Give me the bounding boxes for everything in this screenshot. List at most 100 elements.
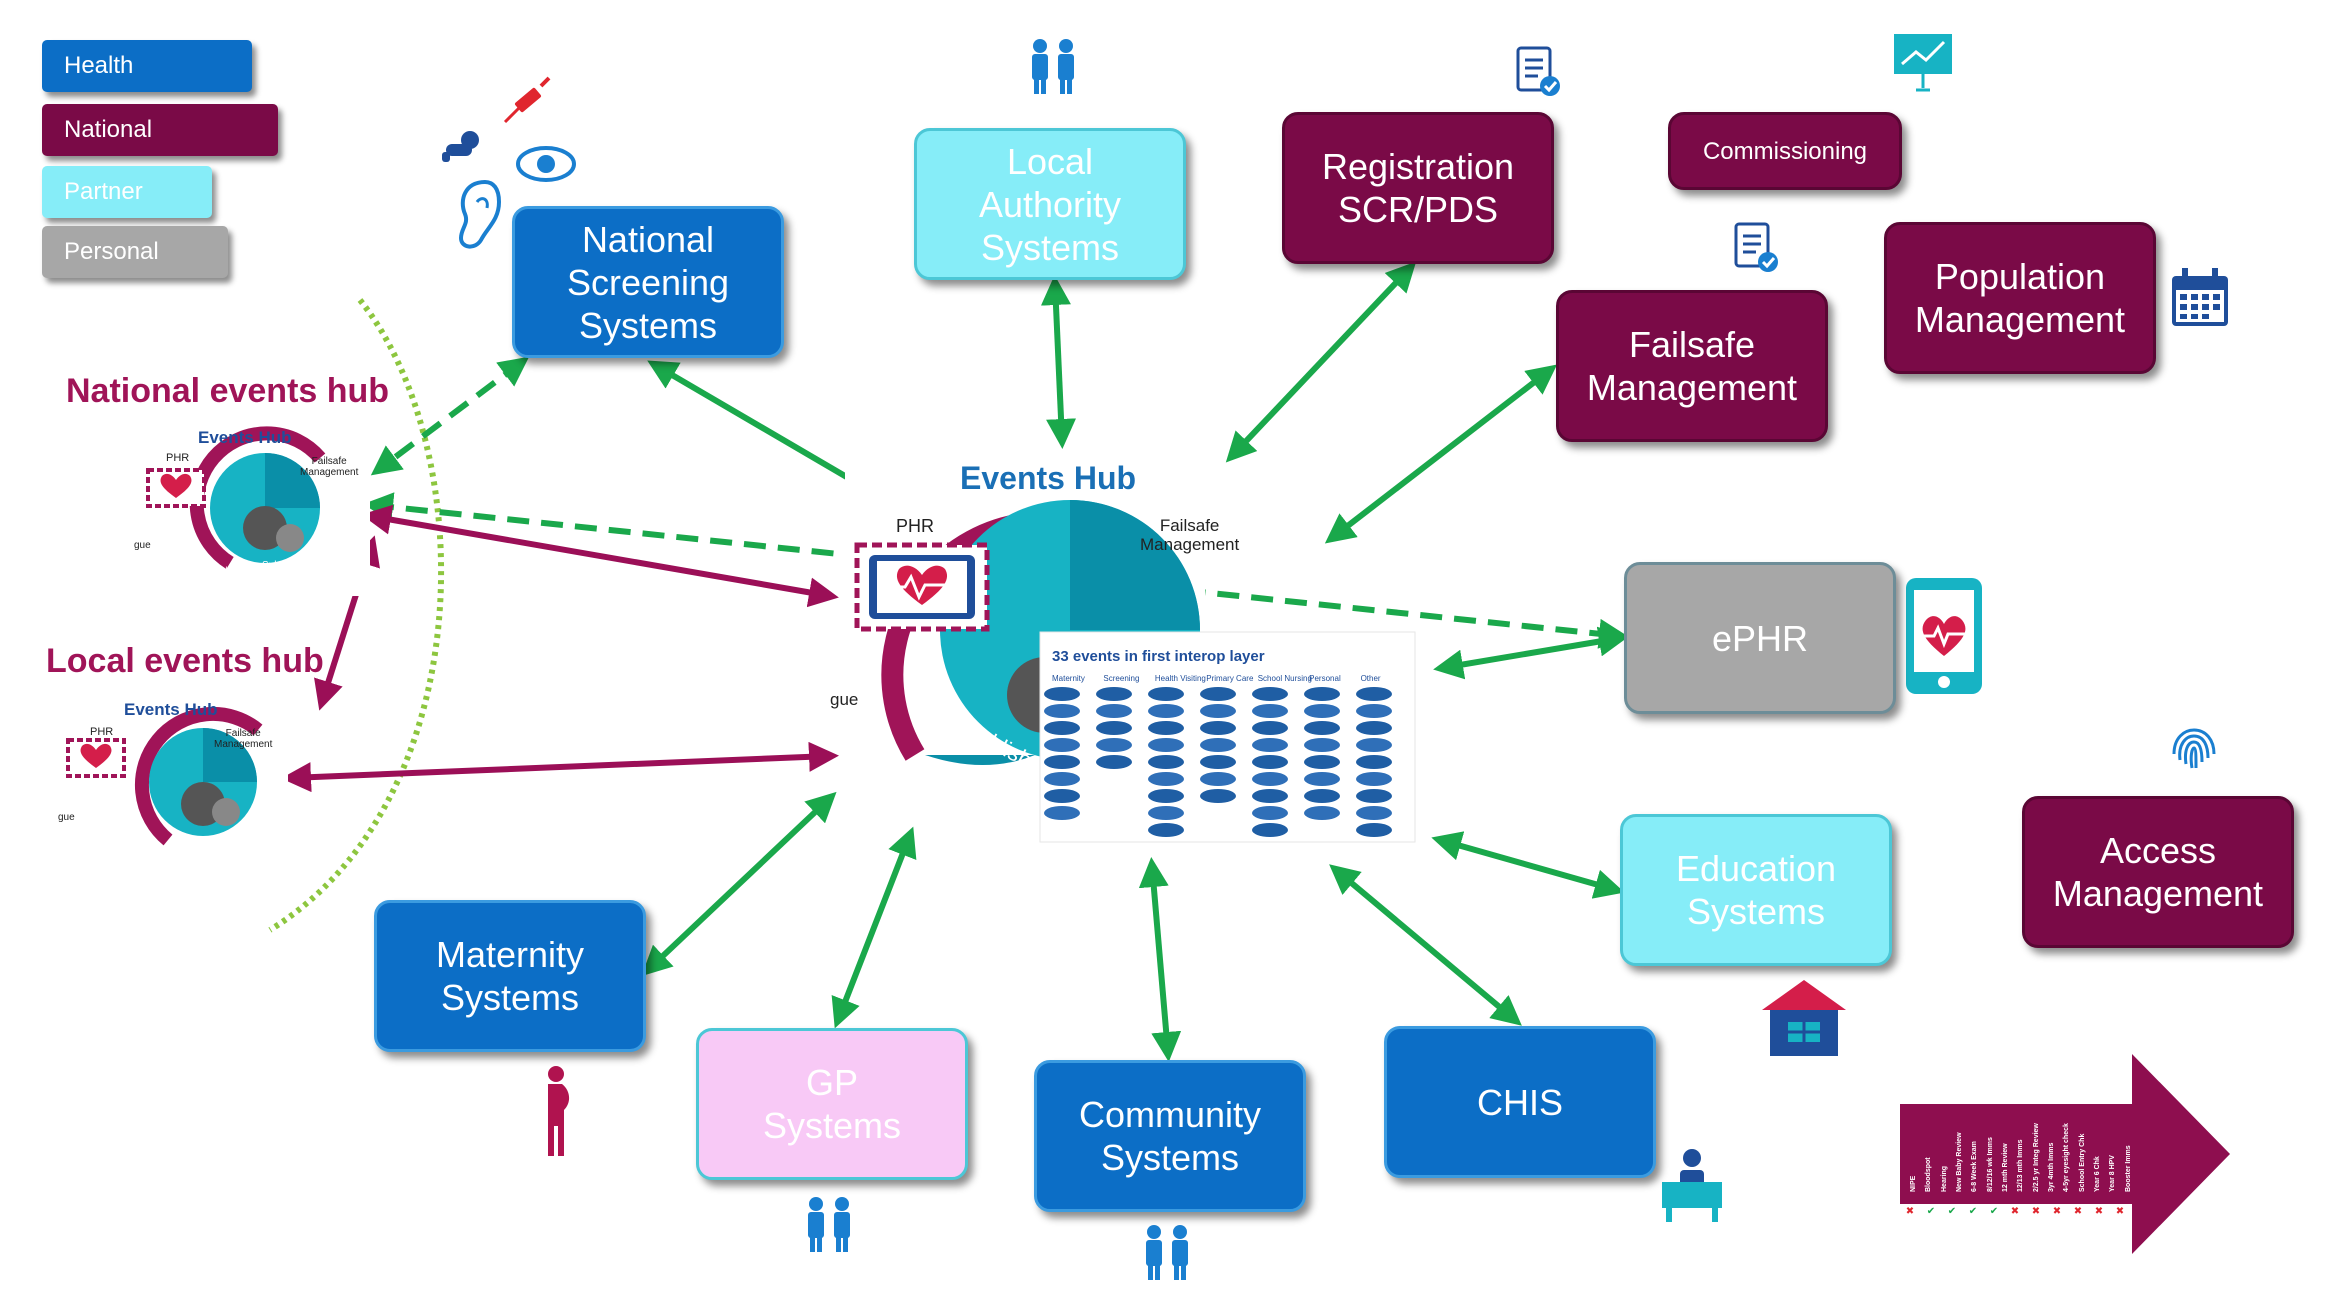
presentation-chart-icon <box>1894 34 1952 92</box>
timeline-item: Year 6 Chk <box>2094 1156 2101 1192</box>
events-table-column-header: Other <box>1360 674 1381 683</box>
arrow-localauth-hub <box>1040 275 1077 449</box>
events-table-column-header: Primary Care <box>1206 674 1254 683</box>
document-check-icon <box>1516 46 1560 96</box>
local-hub-gue: gue <box>58 812 75 823</box>
main-hub-failsafe: Failsafe Management <box>1140 516 1240 554</box>
local-hub-failsafe: Failsafe Management <box>214 728 273 750</box>
failsafe-management[interactable]: Failsafe Management <box>1556 290 1828 442</box>
event-oval <box>1252 738 1288 752</box>
local-events-hub-title: Local events hub <box>46 642 324 680</box>
event-oval <box>1356 755 1392 769</box>
event-oval <box>1148 721 1184 735</box>
event-oval <box>1096 721 1132 735</box>
event-oval <box>1044 738 1080 752</box>
event-oval <box>1356 687 1392 701</box>
clinicians-icon-community <box>1146 1225 1188 1280</box>
event-oval <box>1044 755 1080 769</box>
desk-worker-icon <box>1662 1149 1722 1222</box>
chis[interactable]: CHIS <box>1384 1026 1656 1178</box>
event-oval <box>1304 704 1340 718</box>
event-oval <box>1200 789 1236 803</box>
event-oval <box>1252 772 1288 786</box>
local-authority-systems[interactable]: Local Authority Systems <box>914 128 1186 280</box>
event-oval <box>1096 687 1132 701</box>
event-oval <box>1304 721 1340 735</box>
population-management[interactable]: Population Management <box>1884 222 2156 374</box>
arrow-chis-hub <box>1329 864 1522 1026</box>
timeline-item: 8/12/16 wk Imms <box>1986 1137 1994 1192</box>
national-hub-gue: gue <box>134 540 151 551</box>
event-oval <box>1148 806 1184 820</box>
cross-icon: ✖ <box>1904 1206 1916 1218</box>
event-oval <box>1356 789 1392 803</box>
event-oval <box>1304 738 1340 752</box>
events-table-column-header: Health Visiting <box>1154 674 1206 683</box>
gp-systems[interactable]: GP Systems <box>696 1028 968 1180</box>
national-hub-publish: Publish <box>198 566 231 577</box>
commissioning[interactable]: Commissioning <box>1668 112 1902 190</box>
pregnant-woman-icon <box>548 1066 570 1156</box>
ephr[interactable]: ePHR <box>1624 562 1896 714</box>
event-oval <box>1148 789 1184 803</box>
event-oval <box>1044 687 1080 701</box>
event-oval <box>1200 721 1236 735</box>
timeline-item: 12 mth Review <box>2002 1143 2009 1192</box>
national-hub-label: Events Hub <box>198 428 292 447</box>
national-events-hub-title: National events hub <box>66 372 390 410</box>
mobile-heart-icon <box>1906 578 1982 694</box>
events-table-column-header: Personal <box>1309 674 1341 683</box>
event-oval <box>1200 738 1236 752</box>
event-oval <box>1148 772 1184 786</box>
legend-national: National <box>42 104 278 156</box>
maternity-systems[interactable]: Maternity Systems <box>374 900 646 1052</box>
events-table-inset <box>1039 631 1416 843</box>
check-icon: ✔ <box>1967 1206 1979 1218</box>
event-oval <box>1044 772 1080 786</box>
vaccine-icon <box>503 76 551 124</box>
event-oval <box>1356 721 1392 735</box>
cross-icon: ✖ <box>2072 1206 2084 1218</box>
arrow-gp-hub <box>831 826 917 1029</box>
timeline-item: 3yr 4mth Imms <box>2048 1142 2055 1192</box>
education-systems[interactable]: Education Systems <box>1620 814 1892 966</box>
event-oval <box>1044 806 1080 820</box>
timeline-arrow <box>1900 1054 2230 1254</box>
access-management[interactable]: Access Management <box>2022 796 2294 948</box>
arrow-registration-hub <box>1225 261 1417 463</box>
local-hub-phr: PHR <box>90 726 114 738</box>
local-hub-graphic <box>58 700 288 866</box>
event-oval <box>1148 704 1184 718</box>
main-hub-title: Events Hub <box>960 460 1137 496</box>
timeline-status: ✖✔✔✔✔✖✖✖✖✖✖ <box>1904 1206 2134 1222</box>
arrow-education-hub <box>1431 831 1625 899</box>
timeline-item: NIPE <box>1910 1175 1917 1192</box>
timeline-item: Hearing <box>1940 1165 1948 1192</box>
events-table-column-header: Screening <box>1103 674 1140 683</box>
community-systems[interactable]: Community Systems <box>1034 1060 1306 1212</box>
event-oval <box>1252 704 1288 718</box>
national-screening-systems[interactable]: National Screening Systems <box>512 206 784 358</box>
event-oval <box>1096 755 1132 769</box>
event-oval <box>1252 721 1288 735</box>
ear-icon <box>458 179 502 249</box>
cross-icon: ✖ <box>2051 1206 2063 1218</box>
event-oval <box>1044 789 1080 803</box>
event-oval <box>1252 823 1288 837</box>
event-oval <box>1304 755 1340 769</box>
check-icon: ✔ <box>1988 1206 2000 1218</box>
legend-partner: Partner <box>42 166 212 218</box>
event-oval <box>1200 755 1236 769</box>
timeline-item: School Entry Chk <box>2078 1133 2086 1192</box>
event-oval <box>1356 806 1392 820</box>
events-table-column-header: School Nursing <box>1257 674 1312 683</box>
national-hub-graphic <box>140 426 370 596</box>
event-oval <box>1252 789 1288 803</box>
timeline-item: Bloodspot <box>1925 1157 1933 1192</box>
event-oval <box>1148 823 1184 837</box>
timeline-item: 12/13 mth Imms <box>2017 1139 2025 1192</box>
registration-scr-pds[interactable]: Registration SCR/PDS <box>1282 112 1554 264</box>
main-hub-phr: PHR <box>896 516 935 536</box>
arrow-failsafe-hub <box>1324 364 1558 544</box>
